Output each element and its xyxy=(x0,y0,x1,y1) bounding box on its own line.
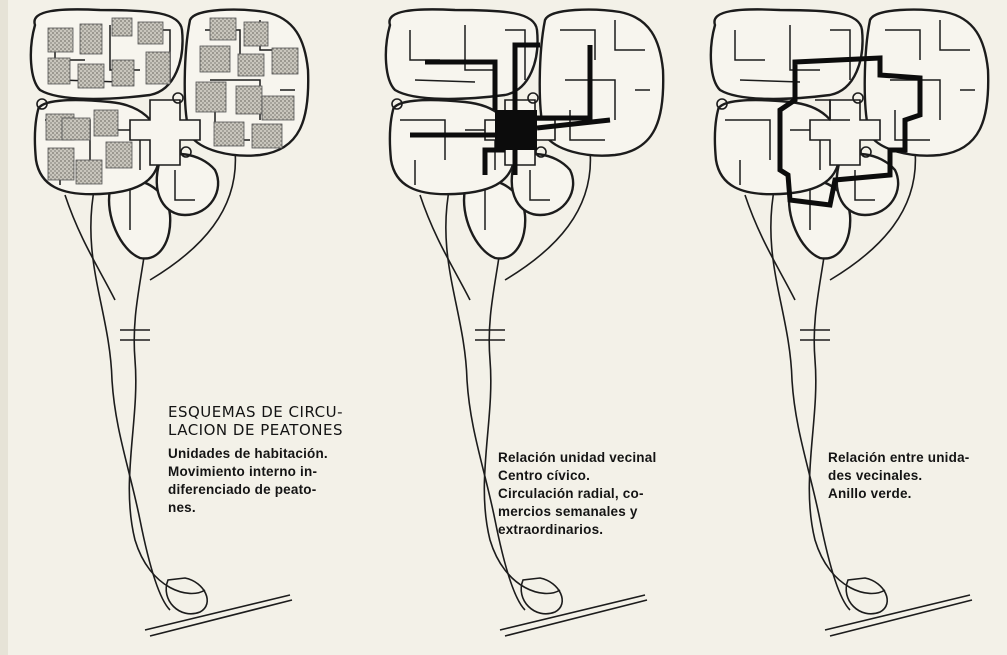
caption-panel-2: Relación unidad vecinal Centro cívico. C… xyxy=(498,450,708,540)
civic-center xyxy=(495,110,537,150)
caption-line: Circulación radial, co- xyxy=(498,486,708,502)
caption-line: diferenciado de peato- xyxy=(168,482,368,498)
caption-panel-3: Relación entre unida- des vecinales. Ani… xyxy=(828,450,1007,504)
circulation-diagram-1 xyxy=(0,0,330,655)
diagram-title: ESQUEMAS DE CIRCU- LACION DE PEATONES xyxy=(168,403,343,439)
caption-line: nes. xyxy=(168,500,368,516)
title-line-1: ESQUEMAS DE CIRCU- xyxy=(168,403,343,421)
circulation-diagram-2 xyxy=(355,0,685,655)
caption-line: Anillo verde. xyxy=(828,486,1007,502)
caption-line: des vecinales. xyxy=(828,468,1007,484)
title-line-2: LACION DE PEATONES xyxy=(168,421,343,439)
caption-line: Relación unidad vecinal xyxy=(498,450,708,466)
caption-line: mercios semanales y xyxy=(498,504,708,520)
circulation-diagram-3 xyxy=(680,0,1007,655)
caption-line: Centro cívico. xyxy=(498,468,708,484)
caption-line: Unidades de habitación. xyxy=(168,446,368,462)
caption-line: extraordinarios. xyxy=(498,522,708,538)
caption-panel-1: Unidades de habitación. Movimiento inter… xyxy=(168,446,368,518)
caption-line: Relación entre unida- xyxy=(828,450,1007,466)
caption-line: Movimiento interno in- xyxy=(168,464,368,480)
